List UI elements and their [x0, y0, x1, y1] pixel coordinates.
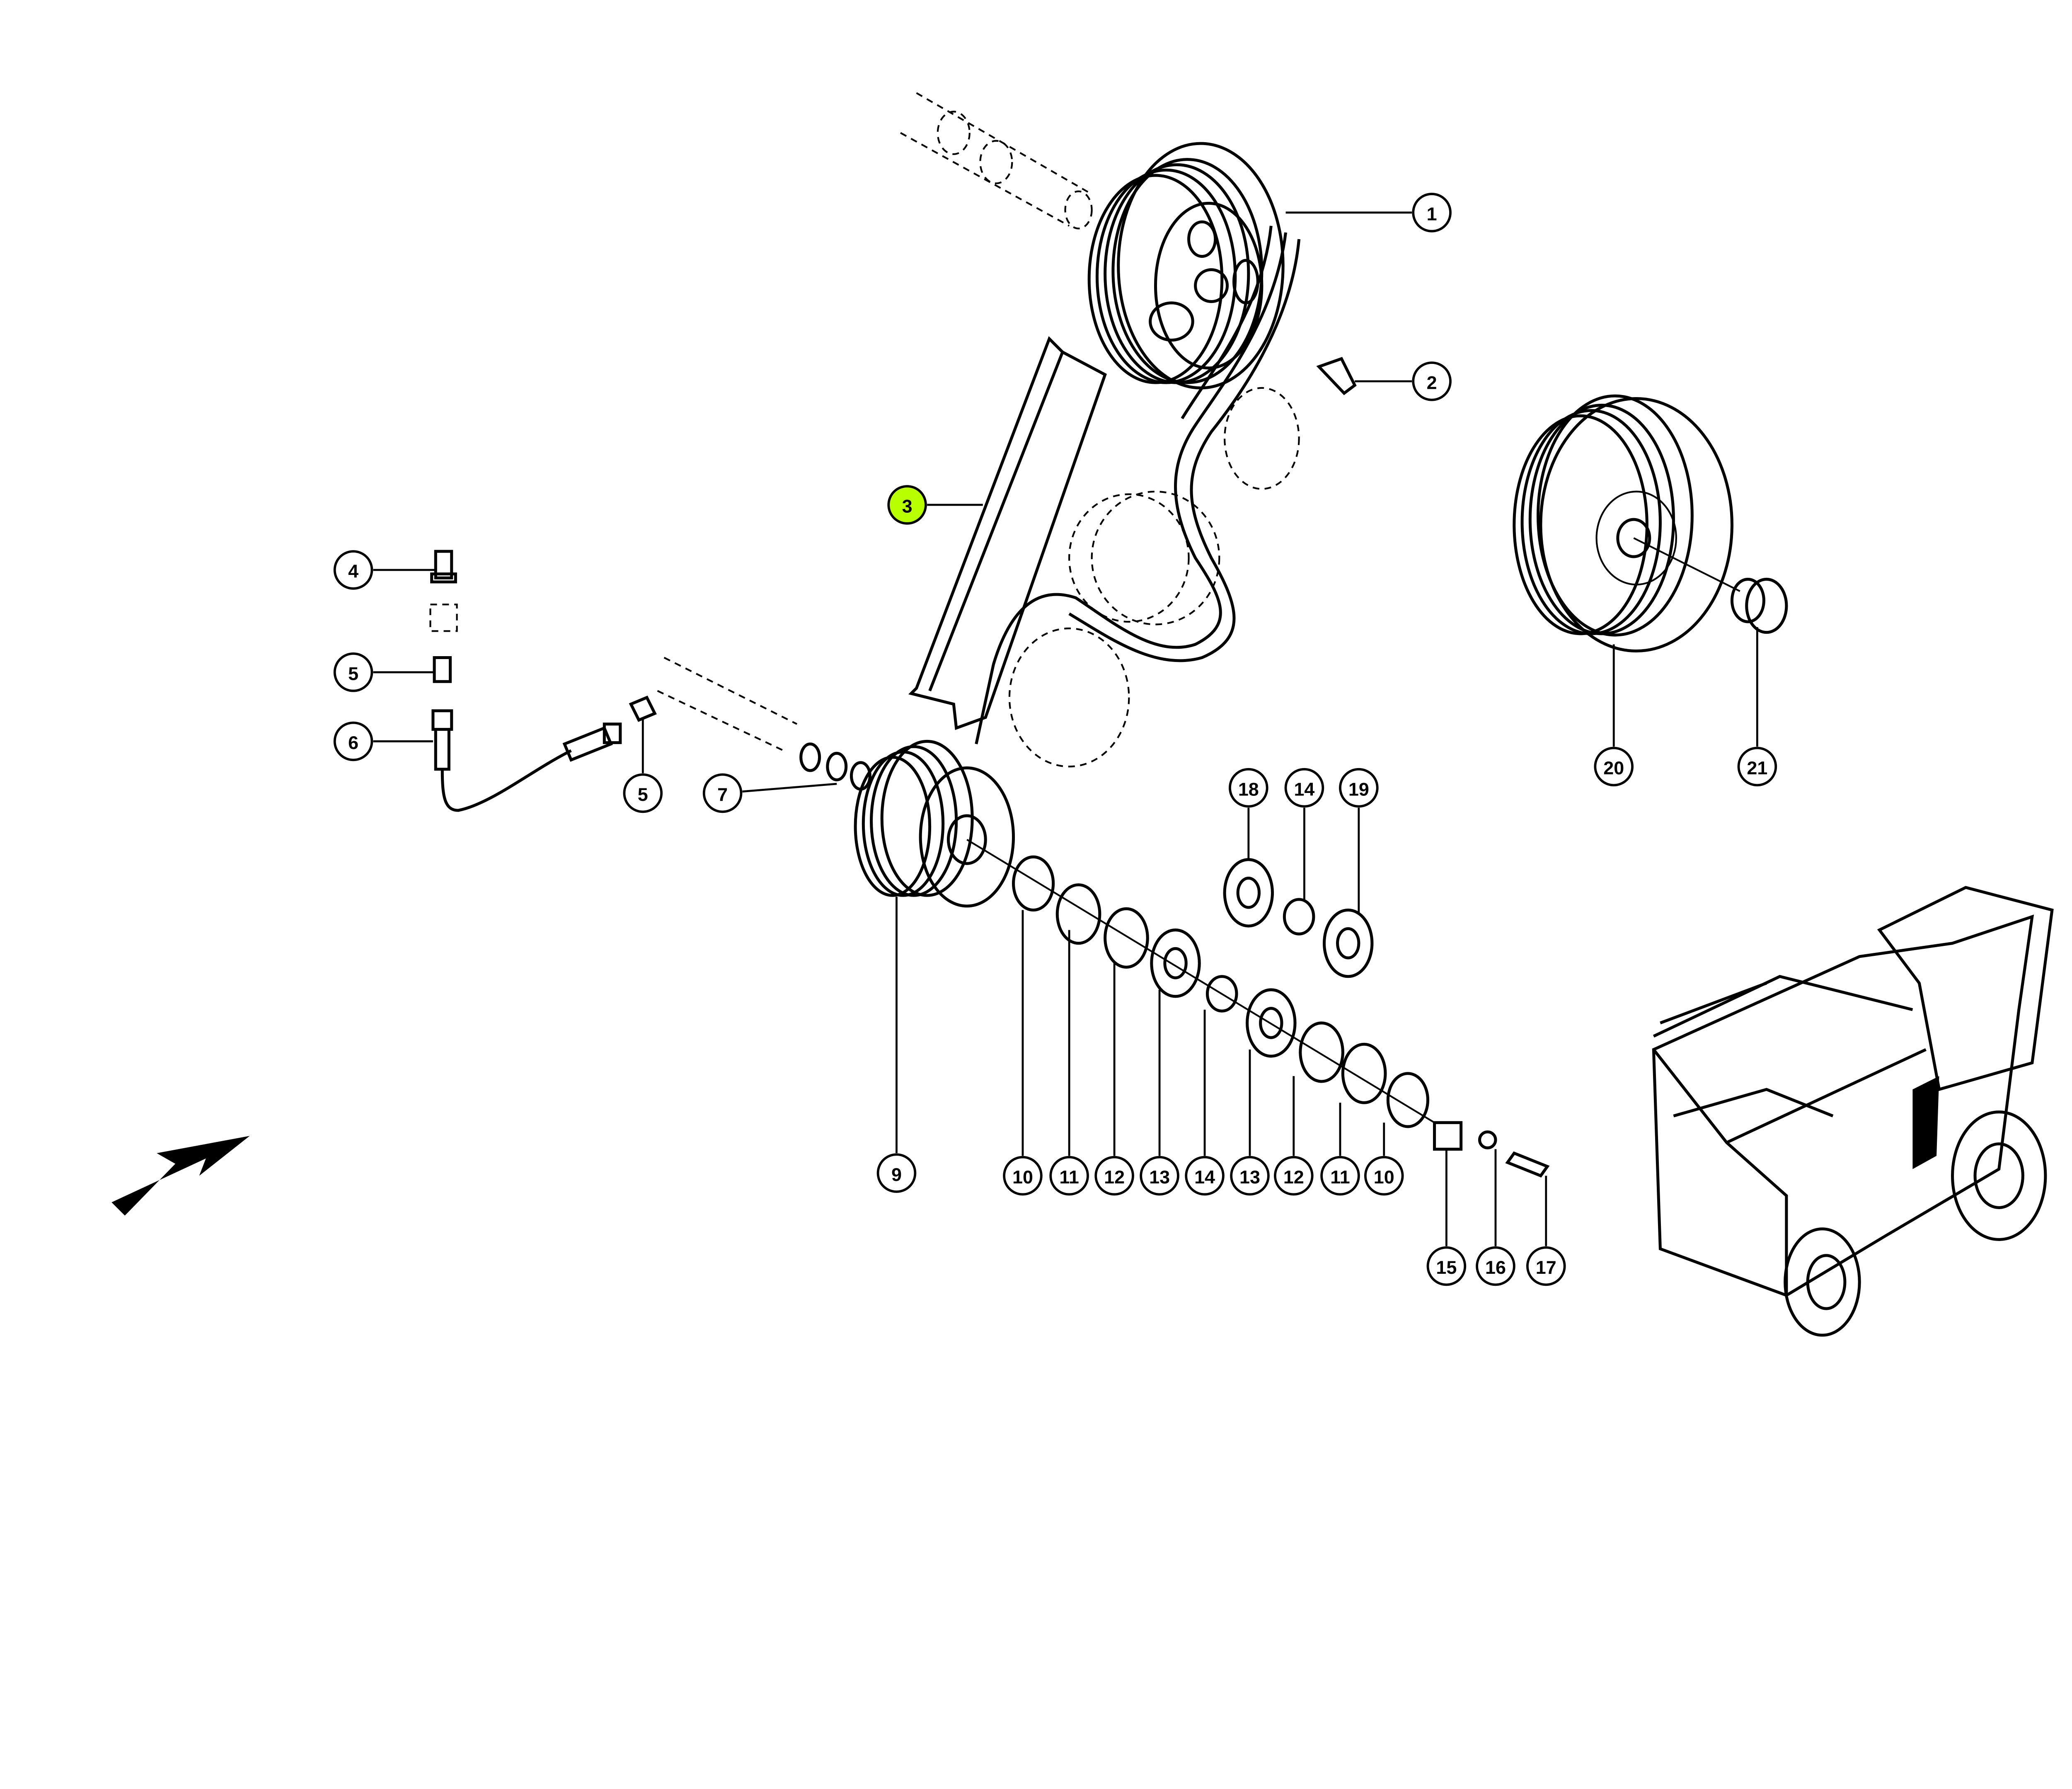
callout-circle — [1140, 1156, 1179, 1196]
callout-circle — [1364, 1156, 1404, 1196]
callout-circle — [1094, 1156, 1134, 1196]
harvester-locator-sketch — [1652, 886, 2054, 1337]
callout-label: 16 — [1485, 1257, 1506, 1278]
callout-label: 19 — [1348, 778, 1369, 800]
callout-15[interactable]: 15 — [1426, 1246, 1467, 1286]
callout-circle — [333, 550, 373, 590]
callout-label: 12 — [1283, 1166, 1304, 1188]
pulley-20 — [1513, 394, 1740, 653]
upper-shaft — [900, 92, 1093, 230]
callout-circle — [1320, 1156, 1360, 1196]
callout-14[interactable]: 14 — [1284, 768, 1324, 808]
callout-circle — [1412, 193, 1452, 233]
callout-circle — [702, 773, 743, 813]
clamping-bush-21 — [1730, 577, 1788, 634]
callout-circle — [876, 1153, 917, 1193]
callout-12[interactable]: 12 — [1274, 1156, 1314, 1196]
callout-circle — [887, 485, 927, 525]
callout-10[interactable]: 10 — [1364, 1156, 1404, 1196]
callout-label: 21 — [1747, 757, 1767, 778]
direction-arrow — [111, 1136, 250, 1216]
leader-lines — [373, 211, 1758, 1246]
callout-13[interactable]: 13 — [1140, 1156, 1179, 1196]
callout-circle — [1049, 1156, 1089, 1196]
callout-label: 10 — [1374, 1166, 1394, 1188]
callout-circle — [1230, 1156, 1270, 1196]
callout-label: 11 — [1330, 1166, 1350, 1188]
callout-9[interactable]: 9 — [876, 1153, 917, 1193]
belt-guard — [908, 336, 1107, 730]
callout-circle — [1284, 768, 1324, 808]
callout-label: 3 — [902, 496, 913, 517]
callout-10[interactable]: 10 — [1003, 1156, 1043, 1196]
callout-19[interactable]: 19 — [1339, 768, 1379, 808]
callout-label: 5 — [638, 784, 648, 805]
callout-circle — [1526, 1246, 1566, 1286]
callout-label: 17 — [1536, 1257, 1556, 1278]
callout-label: 15 — [1436, 1257, 1457, 1278]
callout-12[interactable]: 12 — [1094, 1156, 1134, 1196]
callout-20[interactable]: 20 — [1594, 747, 1634, 787]
callout-5[interactable]: 5 — [333, 652, 373, 692]
callout-18[interactable]: 18 — [1229, 768, 1268, 808]
callout-6[interactable]: 6 — [333, 721, 373, 761]
callout-label: 20 — [1603, 757, 1624, 778]
callout-circle — [333, 652, 373, 692]
callout-circle — [1185, 1156, 1225, 1196]
callout-label: 13 — [1239, 1166, 1260, 1188]
retaining-rings-7 — [799, 742, 871, 791]
callout-5[interactable]: 5 — [623, 773, 663, 813]
callout-label: 9 — [891, 1164, 902, 1185]
idler-pulley-hidden — [1008, 387, 1300, 768]
callout-1[interactable]: 1 — [1412, 193, 1452, 233]
callout-17[interactable]: 17 — [1526, 1246, 1566, 1286]
grease-fittings — [429, 550, 798, 812]
callout-label: 10 — [1012, 1166, 1033, 1188]
callout-11[interactable]: 11 — [1049, 1156, 1089, 1196]
callout-21[interactable]: 21 — [1737, 747, 1777, 787]
callout-circle — [1476, 1246, 1515, 1286]
callout-circle — [623, 773, 663, 813]
callout-circle — [1412, 361, 1452, 401]
callout-3[interactable]: 3 — [887, 485, 927, 525]
callout-4[interactable]: 4 — [333, 550, 373, 590]
callout-circle — [1426, 1246, 1467, 1286]
callout-circle — [1229, 768, 1268, 808]
callout-2[interactable]: 2 — [1412, 361, 1452, 401]
callout-label: 12 — [1104, 1166, 1125, 1188]
key-2 — [1316, 357, 1357, 395]
callout-label: 14 — [1294, 778, 1314, 800]
callout-7[interactable]: 7 — [702, 773, 743, 813]
callout-circle — [1737, 747, 1777, 787]
bearing-stack — [1012, 855, 1550, 1178]
callout-label: 11 — [1059, 1166, 1079, 1188]
callout-label: 7 — [717, 784, 728, 805]
callout-label: 4 — [348, 561, 358, 582]
callout-circle — [1274, 1156, 1314, 1196]
callout-16[interactable]: 16 — [1476, 1246, 1515, 1286]
callout-circle — [333, 721, 373, 761]
callout-13[interactable]: 13 — [1230, 1156, 1270, 1196]
callout-circle — [1594, 747, 1634, 787]
callout-circle — [1003, 1156, 1043, 1196]
pulley-1 — [1087, 142, 1285, 390]
callout-label: 14 — [1194, 1166, 1215, 1188]
callout-label: 2 — [1427, 372, 1437, 393]
callout-label: 13 — [1149, 1166, 1170, 1188]
callout-label: 6 — [348, 732, 358, 753]
leader-line — [742, 783, 837, 793]
v-belt-3 — [975, 225, 1301, 744]
callout-14[interactable]: 14 — [1185, 1156, 1225, 1196]
pulley-9 — [854, 739, 1435, 1124]
callout-label: 1 — [1427, 204, 1437, 225]
callout-11[interactable]: 11 — [1320, 1156, 1360, 1196]
callout-label: 5 — [348, 663, 358, 684]
callout-label: 18 — [1238, 778, 1259, 800]
callout-circle — [1339, 768, 1379, 808]
